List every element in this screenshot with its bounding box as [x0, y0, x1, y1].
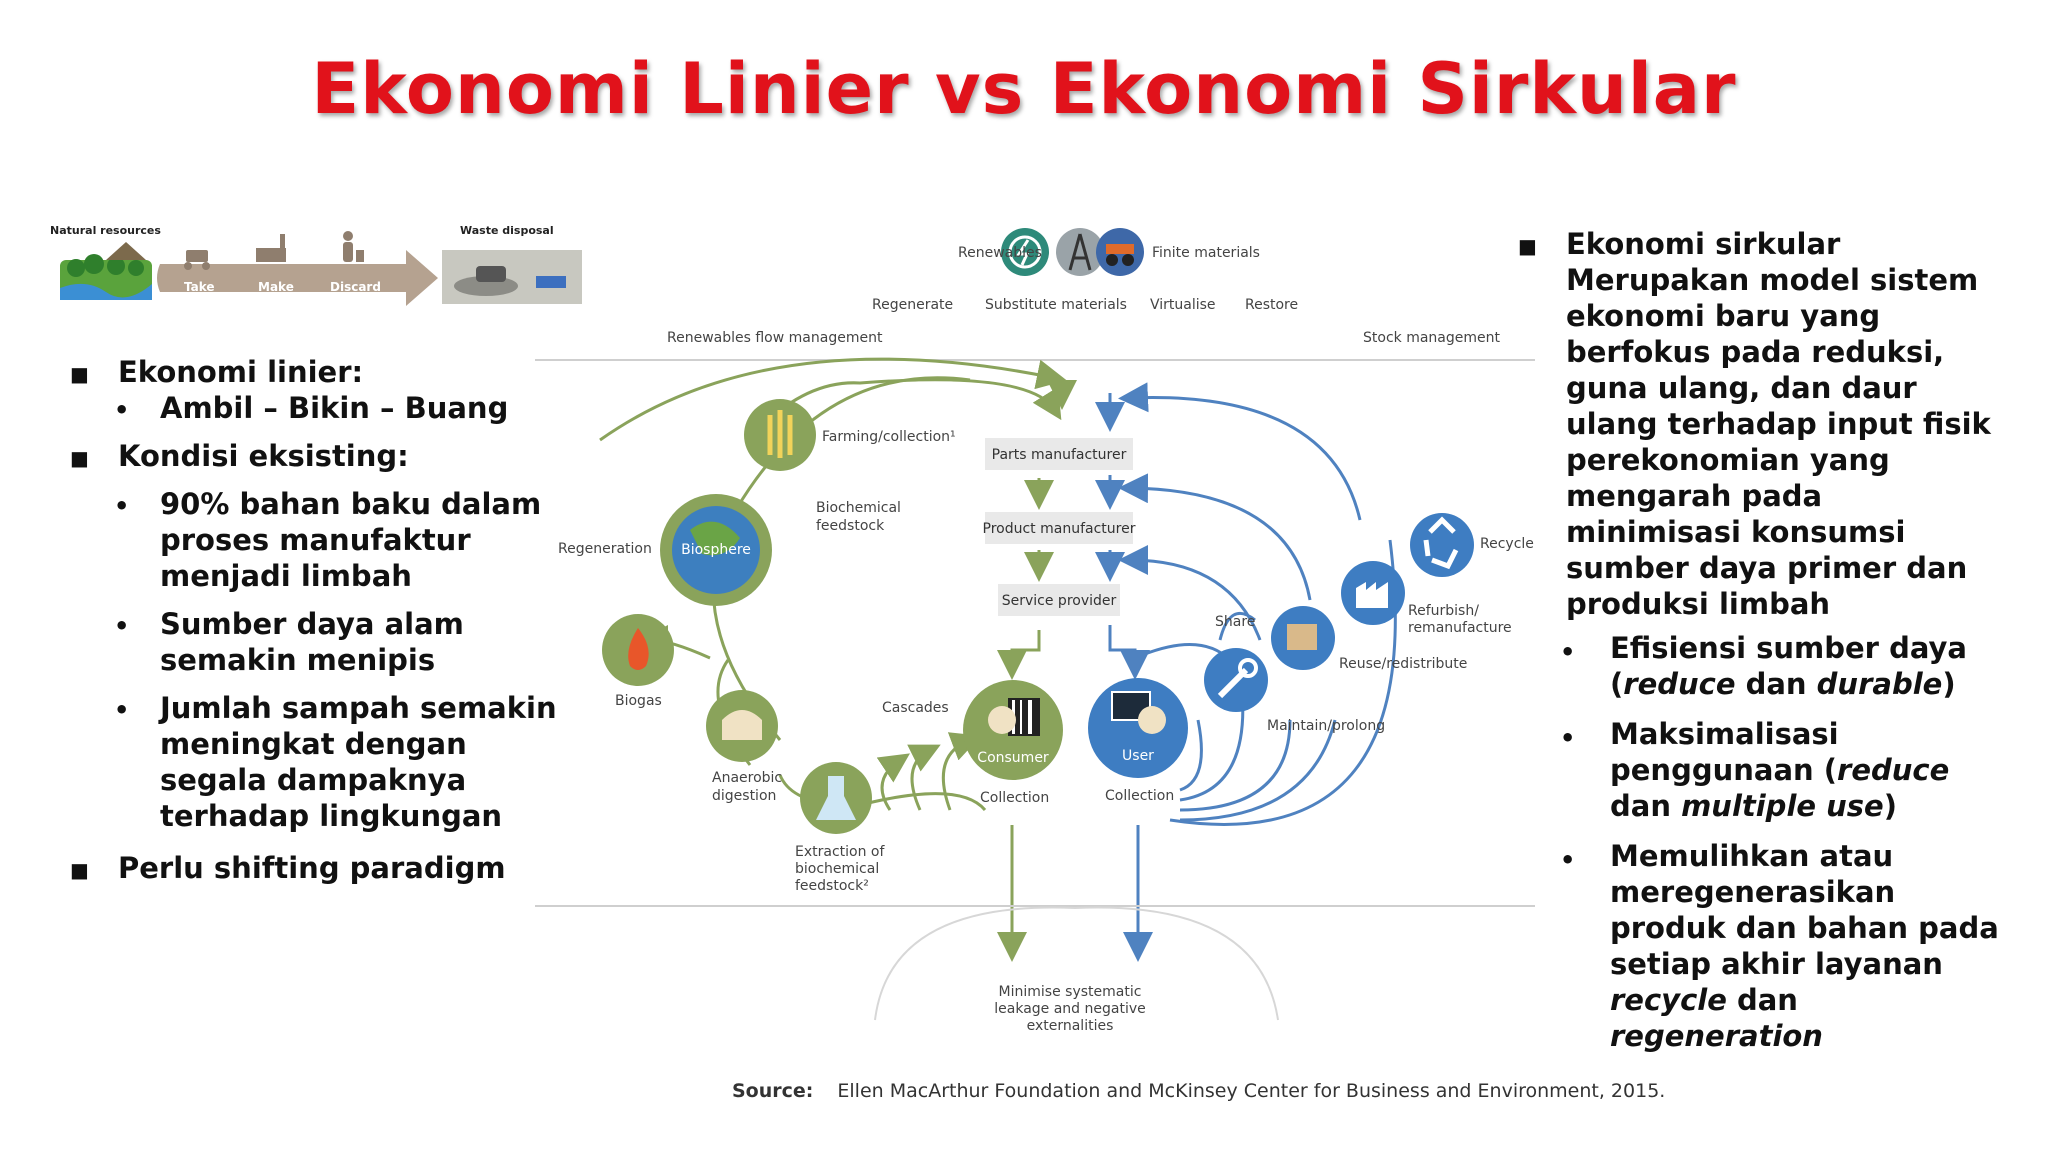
leakage-label-2: leakage and negative	[994, 1001, 1146, 1017]
butterfly-diagram: Renewables Finite materials Regenerate S…	[535, 228, 1535, 1034]
finite-materials-label: Finite materials	[1152, 245, 1260, 261]
bullet-square: ■	[70, 858, 89, 882]
product-manufacturer-box: Product manufacturer	[983, 512, 1136, 544]
user-label: User	[1122, 748, 1154, 764]
restore-label: Restore	[1245, 297, 1298, 313]
paradigm-shift-item: Perlu shifting paradigm	[118, 851, 506, 885]
linear-heading: Ekonomi linier:	[118, 355, 364, 389]
natural-resources-label: Natural resources	[50, 224, 161, 237]
consumer-label: Consumer	[977, 750, 1049, 766]
biosphere-icon: Biosphere	[660, 494, 772, 606]
slide-title: Ekonomi Linier vs Ekonomi Sirkular	[311, 48, 1737, 130]
waste-disposal-label: Waste disposal	[460, 224, 554, 237]
renewables-label: Renewables	[958, 245, 1042, 261]
biogas-icon	[602, 614, 674, 686]
collection-right-label: Collection	[1105, 788, 1174, 804]
bullet-dot: •	[1560, 638, 1576, 666]
biochemical-feedstock-label-2: feedstock	[816, 518, 885, 534]
farming-label: Farming/collection¹	[822, 429, 956, 445]
natural-resources-image	[60, 242, 152, 300]
discard-label: Discard	[330, 280, 381, 294]
bullet-square: ■	[1518, 234, 1537, 258]
renewables-flow-label: Renewables flow management	[667, 330, 883, 346]
svg-text:Product manufacturer: Product manufacturer	[983, 521, 1136, 537]
bullet-dot: •	[114, 396, 130, 424]
refurbish-label-1: Refurbish/	[1408, 603, 1479, 619]
existing-condition-heading: Kondisi eksisting:	[118, 439, 409, 473]
mining-truck-icon	[1096, 228, 1144, 276]
leakage-label-3: externalities	[1027, 1018, 1114, 1034]
parts-manufacturer-box: Parts manufacturer	[985, 438, 1133, 470]
bullet-dot: •	[1560, 846, 1576, 874]
biogas-label: Biogas	[615, 693, 662, 709]
extraction-label-1: Extraction of	[795, 844, 885, 860]
collection-left-label: Collection	[980, 790, 1049, 806]
linear-economy-strip: Natural resources Waste disposal Take Ma…	[46, 222, 586, 332]
oil-rig-icon	[1056, 228, 1104, 276]
svg-text:Service provider: Service provider	[1002, 593, 1117, 609]
refurbish-label-2: remanufacture	[1408, 620, 1512, 636]
consumer-icon: Consumer	[963, 680, 1063, 780]
linear-economy-graphic	[60, 231, 582, 306]
maintain-icon	[1204, 648, 1268, 712]
maintain-label: Maintain/prolong	[1267, 718, 1385, 734]
circular-point-efficiency: Efisiensi sumber daya (reduce dan durabl…	[1610, 631, 1967, 701]
reuse-icon	[1271, 606, 1335, 670]
circular-heading: Ekonomi sirkular	[1566, 227, 1841, 261]
regenerate-label: Regenerate	[872, 297, 953, 313]
take-label: Take	[184, 280, 215, 294]
anaerobic-label-1: Anaerobic	[712, 770, 782, 786]
circular-point-maximise: Maksimalisasi penggunaan (reduce dan mul…	[1610, 717, 1950, 823]
anaerobic-digestion-icon	[706, 690, 778, 762]
waste-disposal-image	[442, 250, 582, 304]
discard-icon	[343, 231, 364, 262]
share-label: Share	[1215, 614, 1255, 630]
take-icon	[184, 250, 210, 270]
stock-management-label: Stock management	[1363, 330, 1500, 346]
make-label: Make	[258, 280, 294, 294]
recycle-label: Recycle	[1480, 536, 1534, 552]
linear-flow-arrow	[157, 250, 438, 306]
substitute-materials-label: Substitute materials	[985, 297, 1127, 313]
bullet-square: ■	[70, 362, 89, 386]
farming-icon	[744, 399, 816, 471]
bullet-dot: •	[114, 612, 130, 640]
source-text: Ellen MacArthur Foundation and McKinsey …	[837, 1080, 1666, 1102]
cascades-label: Cascades	[882, 700, 949, 716]
biochemical-feedstock-label-1: Biochemical	[816, 500, 901, 516]
bullet-dot: •	[114, 492, 130, 520]
source-line: Source: Ellen MacArthur Foundation and Mc…	[732, 1080, 1665, 1102]
bullet-square: ■	[70, 446, 89, 470]
service-provider-box: Service provider	[998, 584, 1120, 616]
reuse-label: Reuse/redistribute	[1339, 656, 1467, 672]
refurbish-icon	[1341, 561, 1405, 625]
recycle-icon	[1410, 513, 1474, 577]
svg-text:Parts manufacturer: Parts manufacturer	[992, 447, 1127, 463]
virtualise-label: Virtualise	[1150, 297, 1216, 313]
linear-take-make-dispose: Ambil – Bikin – Buang	[160, 391, 509, 425]
make-icon	[256, 234, 286, 262]
regeneration-label: Regeneration	[558, 541, 652, 557]
anaerobic-label-2: digestion	[712, 788, 776, 804]
user-icon: User	[1088, 678, 1188, 778]
leakage-arc	[874, 906, 1279, 1021]
biosphere-label: Biosphere	[681, 542, 751, 558]
source-label: Source:	[732, 1080, 814, 1102]
bullet-dot: •	[114, 696, 130, 724]
extraction-label-2: biochemical	[795, 861, 879, 877]
leakage-label-1: Minimise systematic	[999, 984, 1142, 1000]
extraction-label-3: feedstock²	[795, 878, 869, 894]
extraction-icon	[800, 762, 872, 834]
bullet-dot: •	[1560, 724, 1576, 752]
technical-cycle-arrows	[1095, 382, 1397, 962]
renewables-icon	[1001, 228, 1049, 276]
